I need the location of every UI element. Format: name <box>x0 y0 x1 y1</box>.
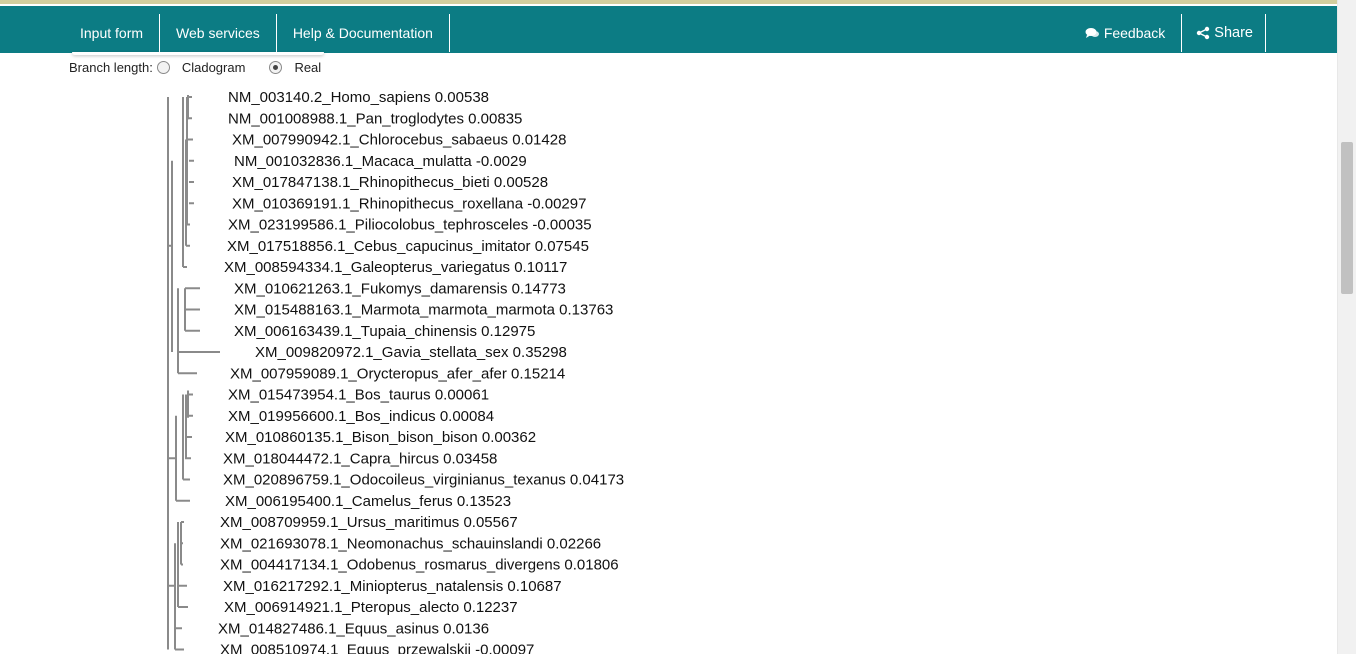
tree-leaf-label[interactable]: XM_021693078.1_Neomonachus_schauinslandi… <box>220 535 601 552</box>
tree-leaf-label[interactable]: XM_009820972.1_Gavia_stellata_sex 0.3529… <box>255 344 567 361</box>
tree-leaf-label[interactable]: XM_016217292.1_Miniopterus_natalensis 0.… <box>223 578 562 595</box>
vertical-scrollbar[interactable] <box>1337 0 1356 654</box>
tree-branches <box>167 95 220 651</box>
feedback-button[interactable]: Feedback <box>1069 14 1183 52</box>
tree-leaf-label[interactable]: XM_017847138.1_Rhinopithecus_bieti 0.005… <box>232 174 548 191</box>
tree-leaf-label[interactable]: XM_020896759.1_Odocoileus_virginianus_te… <box>223 472 624 489</box>
real-label: Real <box>294 59 322 75</box>
tree-leaf-label[interactable]: XM_015473954.1_Bos_taurus 0.00061 <box>228 387 489 404</box>
tree-leaf-label[interactable]: XM_017518856.1_Cebus_capucinus_imitator … <box>227 238 589 255</box>
tree-leaf-label[interactable]: XM_023199586.1_Piliocolobus_tephrosceles… <box>228 217 592 234</box>
feedback-label: Feedback <box>1103 25 1166 41</box>
tree-leaf-label[interactable]: XM_004417134.1_Odobenus_rosmarus_diverge… <box>220 557 619 574</box>
real-radio[interactable] <box>269 60 283 74</box>
nav-right-group: Feedback Share <box>1069 14 1266 52</box>
tree-leaf-label[interactable]: XM_006163439.1_Tupaia_chinensis 0.12975 <box>234 323 535 340</box>
nav-help-documentation[interactable]: Help & Documentation <box>277 14 450 52</box>
tree-leaf-label[interactable]: XM_006195400.1_Camelus_ferus 0.13523 <box>225 493 511 510</box>
nav-web-services[interactable]: Web services <box>160 14 277 52</box>
browser-top-line <box>0 4 1356 6</box>
tree-leaf-label[interactable]: XM_007959089.1_Orycteropus_afer_afer 0.1… <box>230 365 565 382</box>
tree-labels: NM_003140.2_Homo_sapiens 0.00538NM_00100… <box>218 89 624 654</box>
nav-left-group: Input form Web services Help & Documenta… <box>64 14 450 52</box>
cladogram-radio[interactable] <box>156 60 170 74</box>
dropdown-menu-edge <box>72 52 324 55</box>
share-button[interactable]: Share <box>1182 14 1266 52</box>
share-icon <box>1197 26 1210 40</box>
tree-leaf-label[interactable]: NM_003140.2_Homo_sapiens 0.00538 <box>228 89 489 106</box>
branch-length-control: Branch length: Cladogram Real <box>69 58 341 76</box>
scrollbar-thumb[interactable] <box>1341 142 1353 294</box>
tree-leaf-label[interactable]: NM_001032836.1_Macaca_mulatta -0.0029 <box>234 153 527 170</box>
tree-leaf-label[interactable]: XM_019956600.1_Bos_indicus 0.00084 <box>228 408 494 425</box>
top-navbar: Input form Web services Help & Documenta… <box>0 6 1338 53</box>
tree-leaf-label[interactable]: XM_010369191.1_Rhinopithecus_roxellana -… <box>232 195 586 212</box>
tree-leaf-label[interactable]: XM_006914921.1_Pteropus_alecto 0.12237 <box>224 599 518 616</box>
nav-input-form[interactable]: Input form <box>64 14 161 52</box>
share-label: Share <box>1214 25 1253 41</box>
tree-leaf-label[interactable]: XM_008709959.1_Ursus_maritimus 0.05567 <box>220 514 518 531</box>
tree-leaf-label[interactable]: XM_010860135.1_Bison_bison_bison 0.00362 <box>225 429 536 446</box>
comments-icon <box>1085 28 1099 38</box>
tree-leaf-label[interactable]: XM_010621263.1_Fukomys_damarensis 0.1477… <box>234 280 566 297</box>
tree-leaf-label[interactable]: XM_008510974.1_Equus_przewalskii -0.0009… <box>220 642 534 654</box>
tree-leaf-label[interactable]: XM_014827486.1_Equus_asinus 0.0136 <box>218 620 489 637</box>
browser-top-strip <box>0 0 1356 4</box>
cladogram-label: Cladogram <box>181 59 246 75</box>
tree-leaf-label[interactable]: XM_015488163.1_Marmota_marmota_marmota 0… <box>234 302 613 319</box>
tree-leaf-label[interactable]: NM_001008988.1_Pan_troglodytes 0.00835 <box>228 110 522 127</box>
tree-leaf-label[interactable]: XM_018044472.1_Capra_hircus 0.03458 <box>223 450 497 467</box>
tree-leaf-label[interactable]: XM_007990942.1_Chlorocebus_sabaeus 0.014… <box>232 132 566 149</box>
tree-leaf-label[interactable]: XM_008594334.1_Galeopterus_variegatus 0.… <box>224 259 567 276</box>
branch-length-label: Branch length: <box>69 59 153 75</box>
